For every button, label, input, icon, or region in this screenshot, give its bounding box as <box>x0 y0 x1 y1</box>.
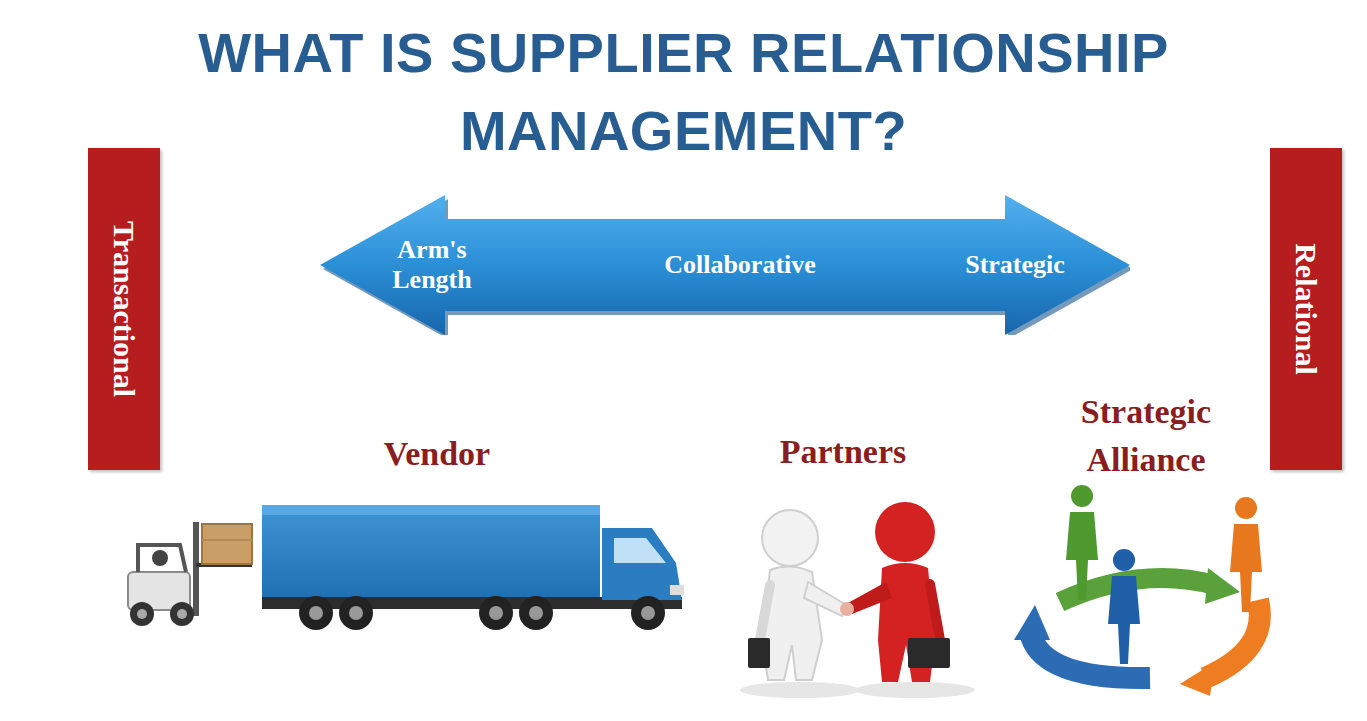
title: WHAT IS SUPPLIER RELATIONSHIP MANAGEMENT… <box>80 14 1287 170</box>
tier-label: Partners <box>733 428 953 476</box>
scale-label: Arm's Length <box>367 235 497 295</box>
double-arrow: Arm's Length Collaborative Strategic <box>320 195 1130 335</box>
tier-label: Strategic Alliance <box>1036 388 1256 484</box>
handshake-figures <box>740 502 975 698</box>
band-label: Relational <box>1289 243 1323 375</box>
scale-label: Collaborative <box>630 250 850 280</box>
truck <box>262 505 684 630</box>
category-band: Transactional <box>88 148 160 470</box>
scale-label: Strategic <box>925 250 1105 280</box>
tier-label: Vendor <box>337 430 537 478</box>
band-label: Transactional <box>107 221 141 397</box>
alliance-cycle <box>1014 485 1262 696</box>
forklift <box>128 522 252 626</box>
category-band: Relational <box>1270 148 1342 470</box>
